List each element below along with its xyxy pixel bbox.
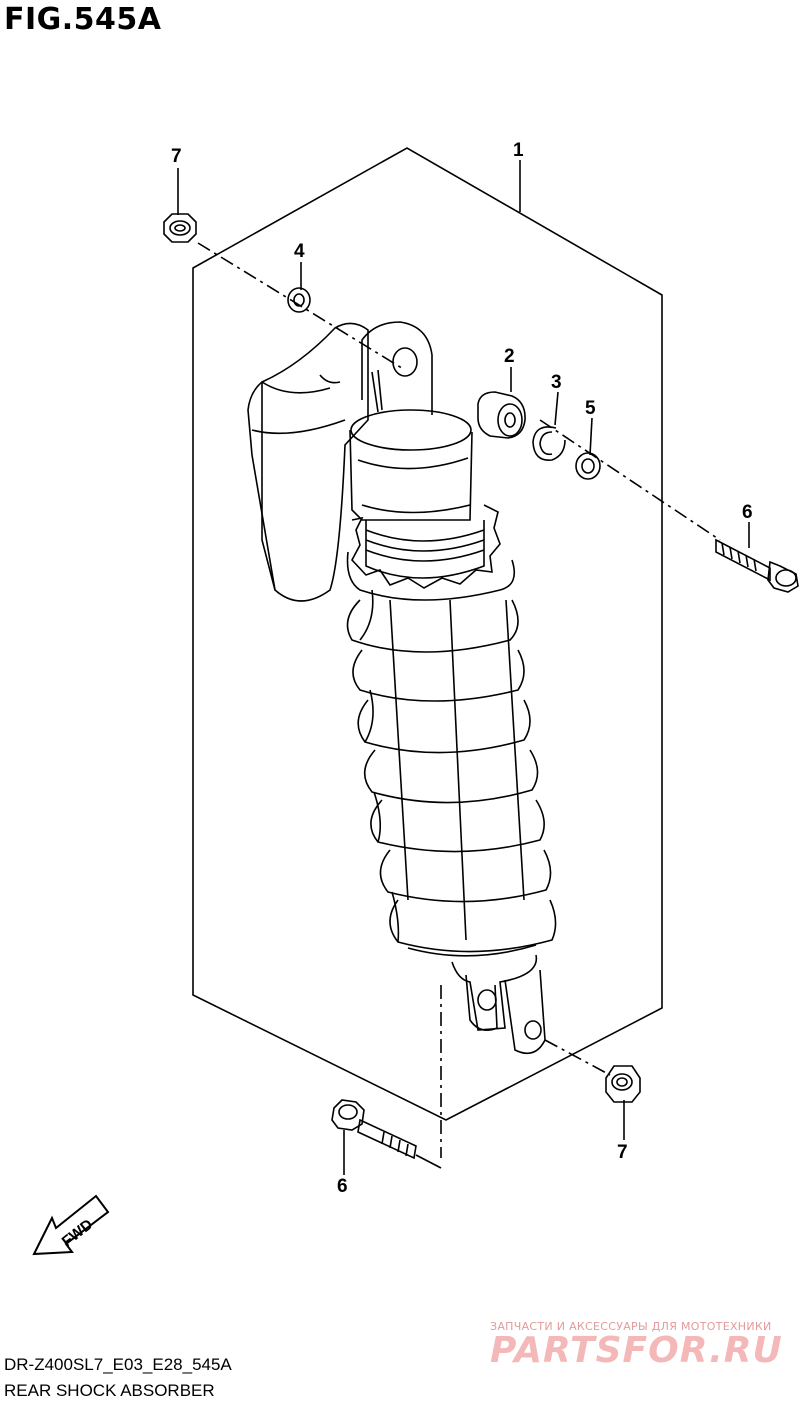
coil-spring <box>346 551 557 957</box>
circlip-3 <box>532 426 566 461</box>
flange-nut-top <box>163 213 197 243</box>
bolt-right <box>715 538 799 593</box>
bottom-clevis-mount <box>451 954 546 1055</box>
callout-part-4: 4 <box>294 241 305 262</box>
leader-line-5 <box>589 417 593 456</box>
flange-nut-bottom <box>605 1065 641 1103</box>
reservoir-body <box>247 322 369 602</box>
assembly-outline-box <box>192 147 663 1121</box>
callout-part-5: 5 <box>585 398 596 419</box>
callout-part-3: 3 <box>551 372 562 393</box>
shock-body-upper <box>349 409 473 521</box>
callout-part-7-top: 7 <box>171 146 182 167</box>
washer-5 <box>575 452 601 480</box>
fwd-direction-arrow <box>32 1194 110 1256</box>
preload-collar <box>351 504 501 589</box>
watermark-tagline: ЗАПЧАСТИ И АКСЕССУАРЫ ДЛЯ МОТОТЕХНИКИ <box>490 1320 772 1333</box>
watermark-logo: PARTSFOR.RU <box>490 1330 783 1371</box>
axis-line-bottom <box>544 1039 611 1076</box>
callout-part-2: 2 <box>504 346 515 367</box>
figure-title: FIG.545A <box>4 2 162 37</box>
axis-line-right <box>539 419 721 541</box>
callout-part-6-bottom: 6 <box>337 1176 348 1197</box>
top-eye-mount <box>361 321 433 415</box>
washer-4 <box>287 287 311 313</box>
axis-line-bolt <box>415 1154 442 1169</box>
diagram-name: REAR SHOCK ABSORBER <box>4 1381 215 1400</box>
axis-line-top <box>197 242 406 371</box>
bolt-bottom <box>331 1099 417 1160</box>
callout-part-6-right: 6 <box>742 502 753 523</box>
bushing-2 <box>477 391 526 439</box>
leader-line-3 <box>554 391 559 426</box>
damper-rod <box>389 599 525 941</box>
callout-part-7-bottom: 7 <box>617 1142 628 1163</box>
callout-part-1: 1 <box>513 140 524 161</box>
diagram-code: DR-Z400SL7_E03_E28_545A <box>4 1355 232 1374</box>
